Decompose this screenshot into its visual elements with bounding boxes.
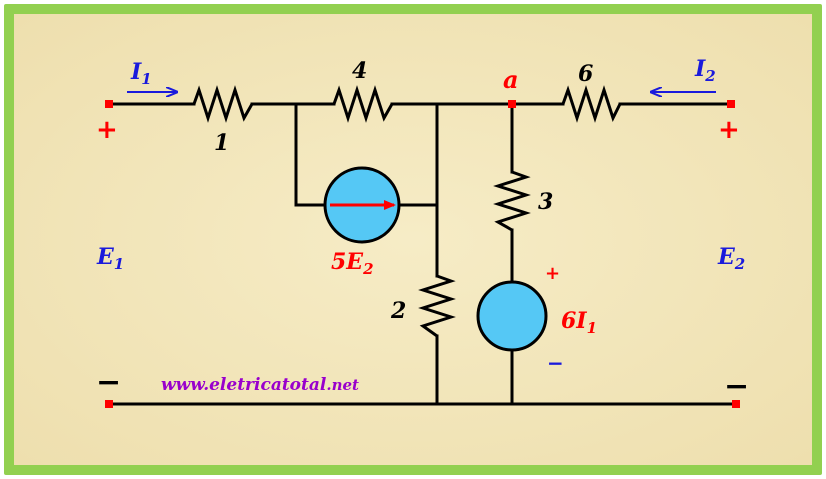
voltage-source-icon <box>476 280 548 352</box>
resistor-6-icon <box>561 85 622 123</box>
label-current-source: 5E2 <box>331 249 374 278</box>
terminal-minus-left: − <box>96 365 121 400</box>
resistor-3-icon <box>493 170 531 232</box>
wires <box>107 102 738 406</box>
terminal-bottom-left-icon <box>105 400 113 408</box>
source-minus-sign: − <box>547 351 564 375</box>
label-e2: E2 <box>717 244 745 273</box>
node-a-marker-icon <box>508 100 516 108</box>
label-r2: 2 <box>390 298 406 324</box>
terminal-plus-left: + <box>96 115 118 145</box>
terminal-bottom-right-icon <box>732 400 740 408</box>
label-i2: I2 <box>694 56 716 85</box>
label-e1: E1 <box>96 244 124 273</box>
label-voltage-source: 6I1 <box>561 308 597 337</box>
terminal-minus-right: − <box>724 369 749 404</box>
resistor-2-icon <box>418 274 456 338</box>
resistor-1-icon <box>192 85 254 123</box>
website-url: www.eletricatotal.net <box>161 375 359 395</box>
current-source-icon <box>323 166 401 244</box>
terminal-top-right-icon <box>727 100 735 108</box>
frame-background <box>14 14 812 465</box>
terminal-plus-right: + <box>718 115 740 145</box>
label-r3: 3 <box>538 189 553 215</box>
source-plus-sign: + <box>545 263 560 284</box>
terminal-top-left-icon <box>105 100 113 108</box>
label-i1: I1 <box>130 59 152 88</box>
label-r1: 1 <box>214 130 229 156</box>
label-r6: 6 <box>578 61 593 87</box>
label-node-a: a <box>503 65 519 94</box>
resistor-4-icon <box>332 85 394 123</box>
label-r4: 4 <box>352 58 367 84</box>
